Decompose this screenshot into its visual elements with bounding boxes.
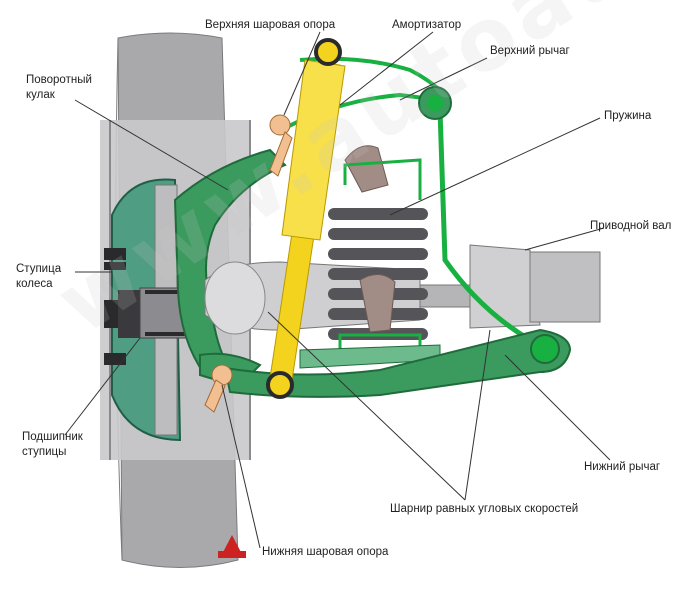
- label-upper-arm: Верхний рычаг: [490, 45, 570, 57]
- label-spring: Пружина: [604, 110, 652, 122]
- label-cv-joint: Шарнир равных угловых скоростей: [390, 503, 579, 515]
- lower-control-arm: [223, 328, 572, 398]
- bump-stops: [344, 145, 396, 333]
- upper-ball-joint: [269, 114, 293, 177]
- spring-seat: [299, 158, 441, 369]
- label-shock-absorber: Амортизатор: [392, 19, 462, 31]
- label-hub-bearing: Подшипник ступицы: [22, 431, 83, 458]
- label-steering-knuckle: Поворотный кулак: [26, 74, 92, 101]
- label-upper-ball-joint: Верхняя шаровая опора: [205, 19, 336, 31]
- label-lower-arm: Нижний рычаг: [584, 461, 661, 473]
- triangle-logo-icon: [218, 535, 246, 558]
- shock-absorber: [266, 38, 346, 399]
- label-drive-shaft: Приводной вал: [590, 220, 672, 232]
- leader-lines: [64, 31, 611, 549]
- lower-ball-joint: [204, 364, 233, 413]
- label-wheel-hub: Ступица колеса: [16, 263, 62, 290]
- label-lower-ball-joint: Нижняя шаровая опора: [262, 546, 389, 558]
